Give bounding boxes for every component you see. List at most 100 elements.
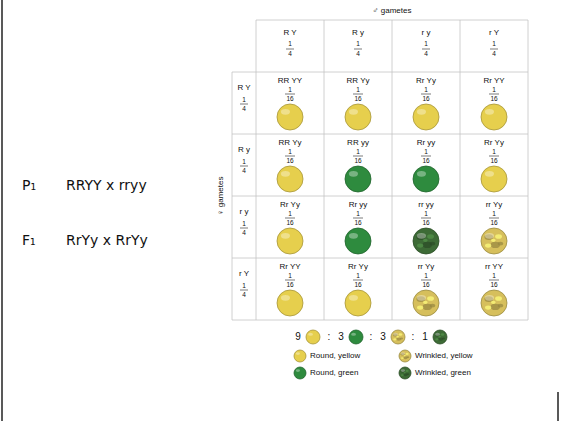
pea-layer	[277, 104, 507, 379]
genotype-label: Rr Yy	[416, 77, 436, 85]
genotype-label: Rr yy	[349, 201, 368, 209]
wrinkle-mark	[401, 374, 404, 376]
pea-highlight	[417, 109, 426, 115]
wrinkle-mark	[423, 301, 428, 304]
fraction-bar	[490, 49, 498, 50]
pea-highlight	[393, 333, 398, 336]
pea-seed	[294, 350, 306, 362]
wrinkle-mark	[396, 336, 399, 338]
pea-seed	[413, 228, 439, 254]
wrinkle-mark	[407, 373, 410, 375]
grid-line	[256, 20, 528, 21]
pea-seed	[345, 104, 371, 130]
wrinkle-mark	[401, 370, 405, 373]
gamete-label: r Y	[489, 29, 499, 37]
pea-seed	[306, 330, 320, 344]
pea-body	[349, 330, 363, 344]
pea-highlight	[417, 233, 426, 239]
pea-highlight	[349, 171, 358, 177]
fraction-bar	[421, 156, 431, 157]
fraction-number: 1	[356, 211, 360, 218]
fraction-number: 16	[286, 220, 293, 227]
fraction-number: 4	[356, 51, 360, 58]
fraction-bar	[421, 94, 431, 95]
fraction-bar	[285, 156, 295, 157]
fraction-number: 16	[490, 282, 497, 289]
pea-body	[413, 166, 439, 192]
fraction-number: 16	[490, 220, 497, 227]
genotype-label: rr yy	[418, 201, 434, 209]
fraction-number: 4	[242, 106, 246, 113]
pea-seed	[277, 104, 303, 130]
pea-seed	[349, 330, 363, 344]
pea-highlight	[401, 369, 405, 372]
generation-label: F₁	[22, 233, 36, 247]
fraction-number: 16	[354, 96, 361, 103]
fraction-bar	[489, 280, 499, 281]
fraction-number: 1	[356, 149, 360, 156]
pea-seed	[413, 104, 439, 130]
fraction-bar	[421, 218, 431, 219]
legend-text: Round, green	[310, 369, 358, 377]
generation-label: P₁	[22, 178, 36, 192]
pea-highlight	[296, 352, 300, 355]
pea-highlight	[296, 369, 300, 372]
wrinkle-mark	[491, 301, 496, 304]
legend-swatch	[294, 350, 306, 362]
wrinkle-mark	[438, 336, 441, 338]
fraction-number: 4	[288, 51, 292, 58]
pea-highlight	[417, 295, 426, 301]
pea-highlight	[281, 171, 290, 177]
wrinkle-mark	[401, 353, 405, 356]
grid-line	[256, 20, 257, 320]
pea-body	[345, 228, 371, 254]
wrinkle-mark	[427, 234, 434, 239]
wrinkle-mark	[407, 356, 410, 358]
pea-highlight	[435, 333, 440, 336]
genotype-label: rr YY	[485, 263, 503, 271]
wrinkle-mark	[435, 338, 438, 340]
pea-seed	[481, 228, 507, 254]
fraction-number: 1	[288, 87, 292, 94]
fraction-number: 1	[288, 211, 292, 218]
pea-highlight	[349, 109, 358, 115]
grid-line	[232, 134, 528, 135]
fraction-bar	[285, 280, 295, 281]
fraction-number: 1	[424, 211, 428, 218]
fraction-number: 16	[354, 220, 361, 227]
fraction-number: 1	[356, 41, 360, 48]
pea-seed	[433, 330, 447, 344]
pea-seed	[277, 228, 303, 254]
pea-body	[345, 166, 371, 192]
grid-line	[528, 20, 529, 320]
fraction-number: 16	[422, 96, 429, 103]
fraction-number: 16	[422, 282, 429, 289]
wrinkle-mark	[441, 333, 445, 335]
fraction-bar	[353, 218, 363, 219]
grid-line	[232, 196, 528, 197]
pea-body	[277, 228, 303, 254]
fraction-bar	[240, 228, 248, 229]
wrinkle-mark	[427, 296, 434, 301]
pea-seed	[277, 290, 303, 316]
wrinkle-mark	[435, 333, 440, 336]
legend-text: Round, yellow	[310, 352, 360, 360]
pea-highlight	[281, 109, 290, 115]
pea-highlight	[349, 233, 358, 239]
fraction-bar	[489, 156, 499, 157]
fraction-number: 16	[490, 96, 497, 103]
fraction-number: 1	[492, 149, 496, 156]
cross-genotypes: RrYy x RrYy	[66, 233, 148, 247]
fraction-number: 1	[424, 273, 428, 280]
genotype-label: RR yy	[347, 139, 369, 147]
wrinkle-mark	[495, 234, 502, 239]
wrinkle-mark	[406, 370, 409, 372]
grid-line	[232, 258, 528, 259]
gamete-label: R y	[238, 146, 250, 154]
fraction-number: 16	[286, 96, 293, 103]
wrinkle-mark	[485, 305, 491, 309]
fraction-number: 16	[354, 158, 361, 165]
fraction-bar	[489, 218, 499, 219]
legend-swatch	[294, 367, 306, 379]
